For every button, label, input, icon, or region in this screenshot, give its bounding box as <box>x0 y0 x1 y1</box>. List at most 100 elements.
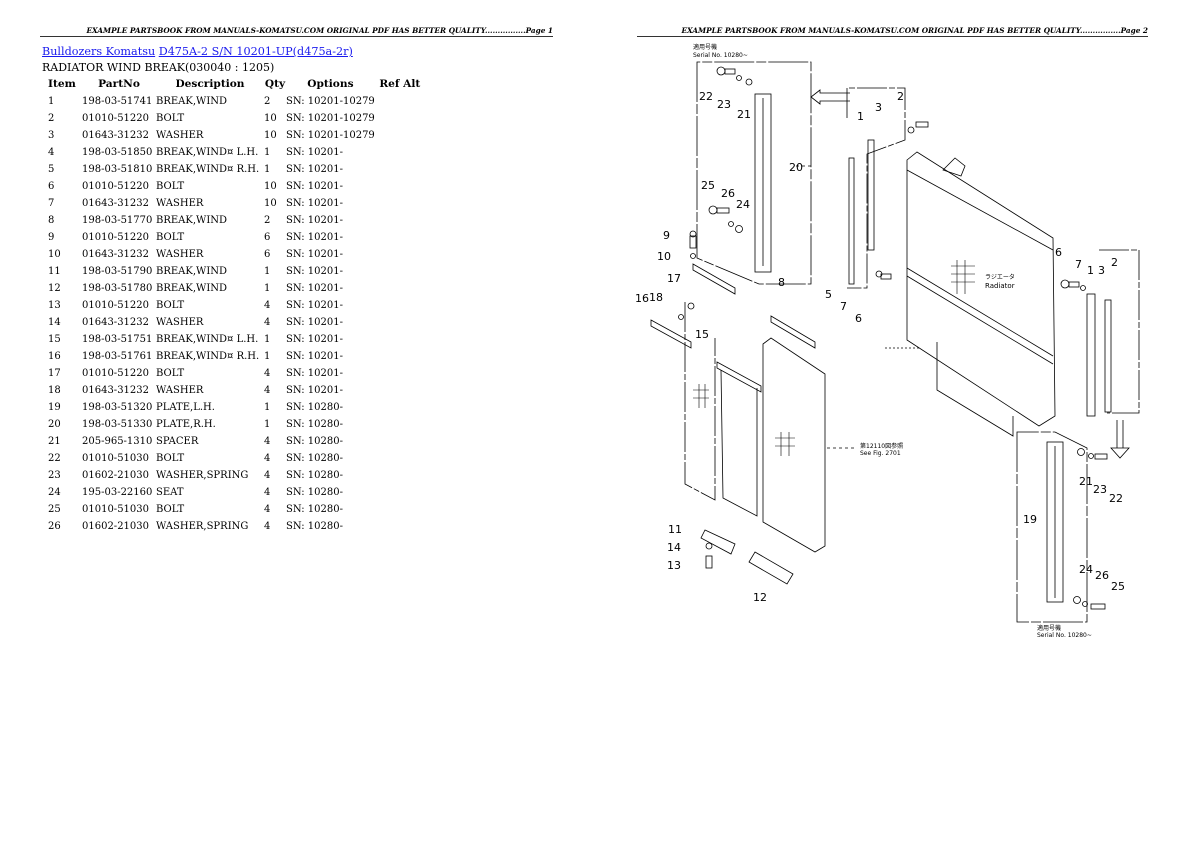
cell-qty: 1 <box>264 164 271 175</box>
svg-text:10: 10 <box>657 250 671 263</box>
cell-description: SEAT <box>156 487 184 498</box>
breadcrumb-link-bulldozers[interactable]: Bulldozers Komatsu <box>42 45 156 58</box>
cell-qty: 1 <box>264 147 271 158</box>
cell-item: 23 <box>48 470 61 481</box>
cell-item: 9 <box>48 232 55 243</box>
cell-qty: 2 <box>264 96 271 107</box>
cell-options: SN: 10201- <box>286 385 343 396</box>
diagram-page: EXAMPLE PARTSBOOK FROM MANUALS-KOMATSU.C… <box>595 0 1190 842</box>
cell-options: SN: 10201- <box>286 351 343 362</box>
svg-text:6: 6 <box>855 312 862 325</box>
cell-qty: 4 <box>264 453 271 464</box>
cell-partno: 198-03-51850 <box>82 147 153 158</box>
svg-text:14: 14 <box>667 541 681 554</box>
cell-description: BREAK,WIND¤ R.H. <box>156 351 260 362</box>
lower-break-wind-assembly: 第12110図参照 See Fig. 2701 <box>650 230 903 585</box>
break-wind-pair <box>846 87 929 289</box>
cell-ref-alt <box>375 212 425 229</box>
cell-ref-alt <box>375 127 425 144</box>
breadcrumb-link-model[interactable]: D475A-2 S/N 10201-UP(d475a-2r) <box>158 45 353 58</box>
svg-text:21: 21 <box>737 108 751 121</box>
cell-description: WASHER <box>156 317 204 328</box>
parts-list-page: EXAMPLE PARTSBOOK FROM MANUALS-KOMATSU.C… <box>40 26 553 532</box>
svg-text:17: 17 <box>667 272 681 285</box>
svg-text:3: 3 <box>1098 264 1105 277</box>
cell-partno: 198-03-51330 <box>82 419 153 430</box>
cell-item: 5 <box>48 164 55 175</box>
cell-options: SN: 10201- <box>286 198 343 209</box>
cell-item: 17 <box>48 368 61 379</box>
cell-qty: 4 <box>264 300 271 311</box>
cell-ref-alt <box>375 467 425 484</box>
svg-text:20: 20 <box>789 161 803 174</box>
cell-description: PLATE,L.H. <box>156 402 215 413</box>
svg-text:21: 21 <box>1079 475 1093 488</box>
page-header: EXAMPLE PARTSBOOK FROM MANUALS-KOMATSU.C… <box>637 26 1148 37</box>
cell-options: SN: 10201- <box>286 334 343 345</box>
cell-options: SN: 10201- <box>286 266 343 277</box>
cell-item: 1 <box>48 96 55 107</box>
cell-partno: 198-03-51770 <box>82 215 153 226</box>
radiator-label-jp: ラジエータ <box>985 273 1015 281</box>
cell-description: BOLT <box>156 300 185 311</box>
cell-description: BOLT <box>156 504 185 515</box>
cell-options: SN: 10280- <box>286 470 343 481</box>
cell-qty: 4 <box>264 504 271 515</box>
cell-item: 7 <box>48 198 55 209</box>
cell-ref-alt <box>375 314 425 331</box>
cell-qty: 2 <box>264 215 271 226</box>
cell-options: SN: 10201- <box>286 147 343 158</box>
cell-description: BOLT <box>156 232 185 243</box>
cell-description: BOLT <box>156 113 185 124</box>
cell-options: SN: 10201- <box>286 249 343 260</box>
cell-ref-alt <box>375 280 425 297</box>
serial-top: Serial No. 10280~ <box>693 52 748 59</box>
cell-partno: 01602-21030 <box>82 521 150 532</box>
see-fig: See Fig. 2701 <box>860 450 901 457</box>
cell-partno: 198-03-51320 <box>82 402 153 413</box>
cell-ref-alt <box>375 433 425 450</box>
cell-item: 22 <box>48 453 61 464</box>
cell-item: 14 <box>48 317 61 328</box>
cell-item: 11 <box>48 266 61 277</box>
svg-text:18: 18 <box>649 291 663 304</box>
cell-description: BOLT <box>156 368 185 379</box>
cell-item: 21 <box>48 436 61 447</box>
cell-qty: 6 <box>264 232 271 243</box>
cell-partno: 198-03-51780 <box>82 283 153 294</box>
cell-partno: 198-03-51790 <box>82 266 153 277</box>
cell-item: 18 <box>48 385 61 396</box>
svg-text:19: 19 <box>1023 513 1037 526</box>
svg-text:15: 15 <box>695 328 709 341</box>
svg-text:22: 22 <box>1109 492 1123 505</box>
cell-partno: 198-03-51810 <box>82 164 153 175</box>
cell-ref-alt <box>375 93 425 110</box>
svg-text:7: 7 <box>1075 258 1082 271</box>
cell-options: SN: 10280- <box>286 487 343 498</box>
cell-description: BREAK,WIND¤ L.H. <box>156 334 259 345</box>
column-header-qty: Qty <box>264 78 286 90</box>
cell-description: BREAK,WIND¤ L.H. <box>156 147 259 158</box>
cell-item: 10 <box>48 249 61 260</box>
cell-qty: 10 <box>264 198 277 209</box>
cell-options: SN: 10201- <box>286 368 343 379</box>
cell-qty: 10 <box>264 181 277 192</box>
cell-options: SN: 10201-10279 <box>286 130 375 141</box>
cell-options: SN: 10201- <box>286 283 343 294</box>
cell-item: 4 <box>48 147 55 158</box>
serial-top-jp: 適用号機 <box>693 43 717 51</box>
table-header-row: Item PartNo Description Qty Options Ref … <box>44 77 425 93</box>
cell-ref-alt <box>375 365 425 382</box>
radiator-label: Radiator <box>985 282 1015 290</box>
svg-text:6: 6 <box>1055 246 1062 259</box>
